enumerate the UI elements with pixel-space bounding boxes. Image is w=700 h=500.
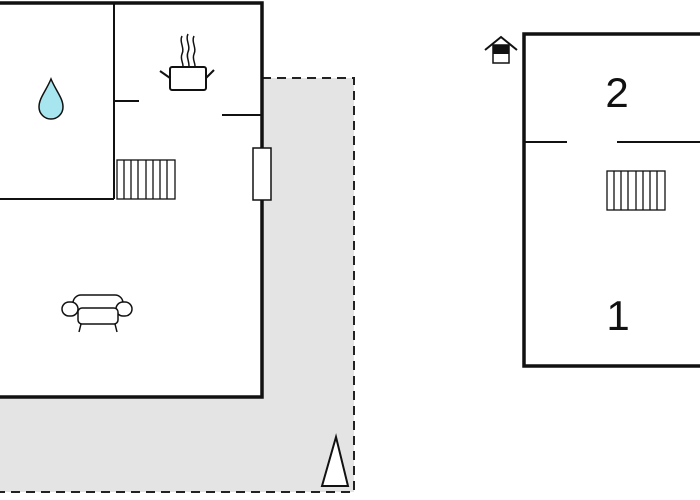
annex <box>522 32 700 368</box>
window <box>252 147 272 201</box>
sofa-icon <box>61 294 133 333</box>
cooking-pot-icon <box>159 33 215 91</box>
stairs-icon <box>116 159 176 200</box>
main-house <box>0 1 272 399</box>
room-label-2: 2 <box>605 69 628 116</box>
house-icon <box>484 35 518 64</box>
terrace-outline <box>0 77 355 493</box>
terrace <box>0 77 355 493</box>
water-drop-icon <box>38 77 64 120</box>
room-label-1: 1 <box>606 292 629 339</box>
annex-stairs-icon <box>606 170 666 211</box>
annex-outer-wall <box>522 32 700 368</box>
terrace-marker-icon <box>320 433 350 487</box>
terrace-area <box>0 78 354 492</box>
